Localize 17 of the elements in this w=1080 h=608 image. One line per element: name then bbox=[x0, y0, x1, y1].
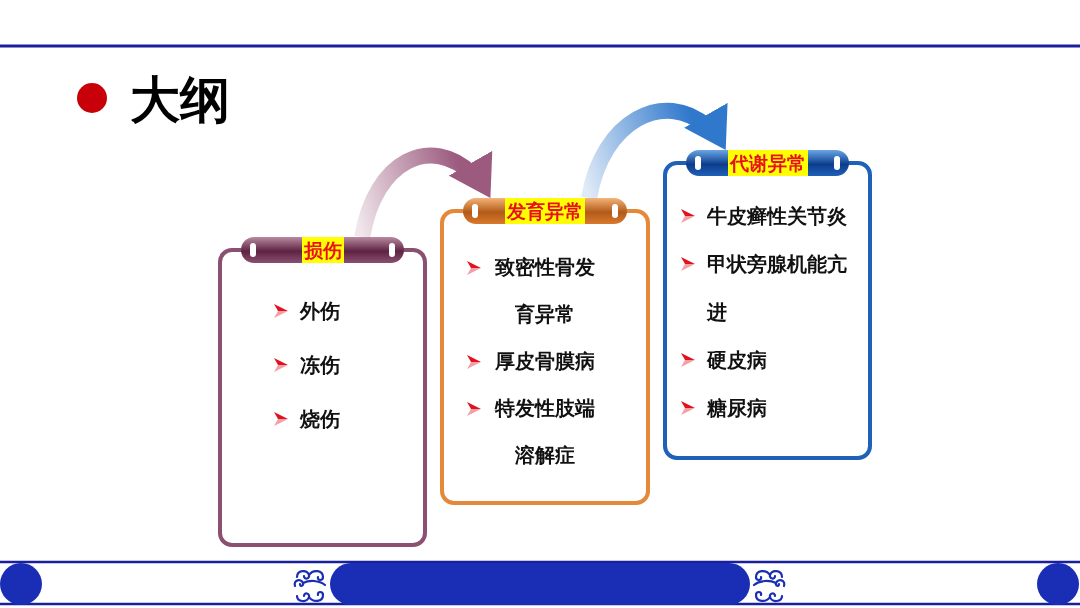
list-item-text: 特发性肢端溶解症 bbox=[493, 395, 596, 469]
slide-title: 大纲 bbox=[130, 70, 230, 130]
list-item-text: 致密性骨发育异常 bbox=[494, 254, 596, 328]
clipboard-card bbox=[218, 237, 427, 547]
list-item-text: 糖尿病 bbox=[707, 395, 768, 422]
clipboard-card bbox=[440, 198, 650, 505]
card-heading: 代谢异常 bbox=[727, 150, 808, 176]
list-item-text: 外伤 bbox=[300, 298, 340, 325]
list-item-text: 甲状旁腺机能亢进 bbox=[707, 251, 848, 326]
card-heading: 发育异常 bbox=[505, 198, 585, 224]
list-item-text: 冻伤 bbox=[300, 352, 340, 379]
card-heading: 损伤 bbox=[301, 237, 344, 263]
list-item-text: 烧伤 bbox=[300, 406, 340, 433]
list-item-text: 厚皮骨膜病 bbox=[494, 348, 596, 375]
list-item-text: 牛皮癣性关节炎 bbox=[707, 203, 848, 230]
list-item-text: 硬皮病 bbox=[707, 347, 768, 374]
clipboard-card bbox=[663, 150, 872, 460]
